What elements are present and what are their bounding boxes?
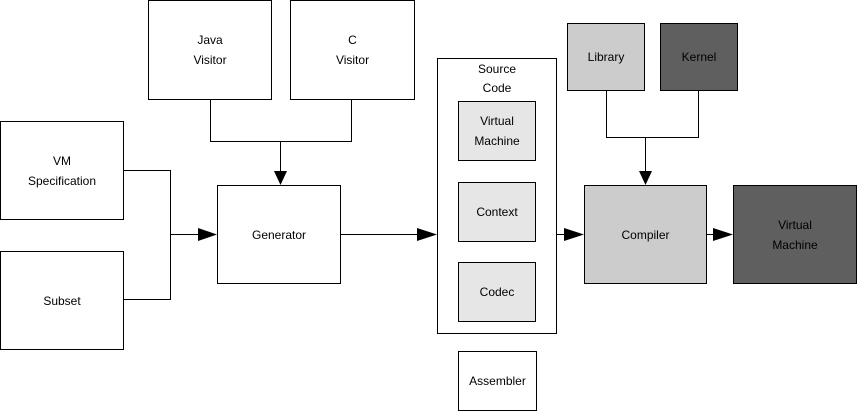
source-code-label: Source Code xyxy=(477,62,517,95)
connector-library xyxy=(606,90,646,171)
arrowhead-source-left xyxy=(417,228,437,241)
library-box: Library xyxy=(567,23,645,91)
connector-subset xyxy=(123,234,171,300)
arrowhead-generator-left xyxy=(198,228,217,241)
arrowhead-compiler-top xyxy=(639,171,652,185)
subset-box: Subset xyxy=(0,251,124,350)
virtual-machine-output-box: Virtual Machine xyxy=(733,185,857,284)
assembler-box: Assembler xyxy=(458,351,537,411)
virtual-machine-inner-box: Virtual Machine xyxy=(458,101,536,161)
compiler-box: Compiler xyxy=(584,185,707,284)
connector-vm-spec xyxy=(123,170,204,235)
generator-box: Generator xyxy=(217,185,341,284)
java-visitor-box: Java Visitor xyxy=(148,0,272,100)
connector-kernel xyxy=(645,90,699,138)
arrowhead-vm-left xyxy=(713,228,733,241)
connector-c-visitor xyxy=(280,99,352,142)
codec-box: Codec xyxy=(458,262,536,322)
kernel-box: Kernel xyxy=(660,23,738,91)
vm-specification-box: VM Specification xyxy=(0,121,124,220)
context-box: Context xyxy=(458,182,536,242)
arrowhead-generator-top xyxy=(274,171,287,185)
c-visitor-box: C Visitor xyxy=(290,0,415,100)
connector-java-visitor xyxy=(210,99,281,171)
arrowhead-compiler-left xyxy=(564,228,584,241)
